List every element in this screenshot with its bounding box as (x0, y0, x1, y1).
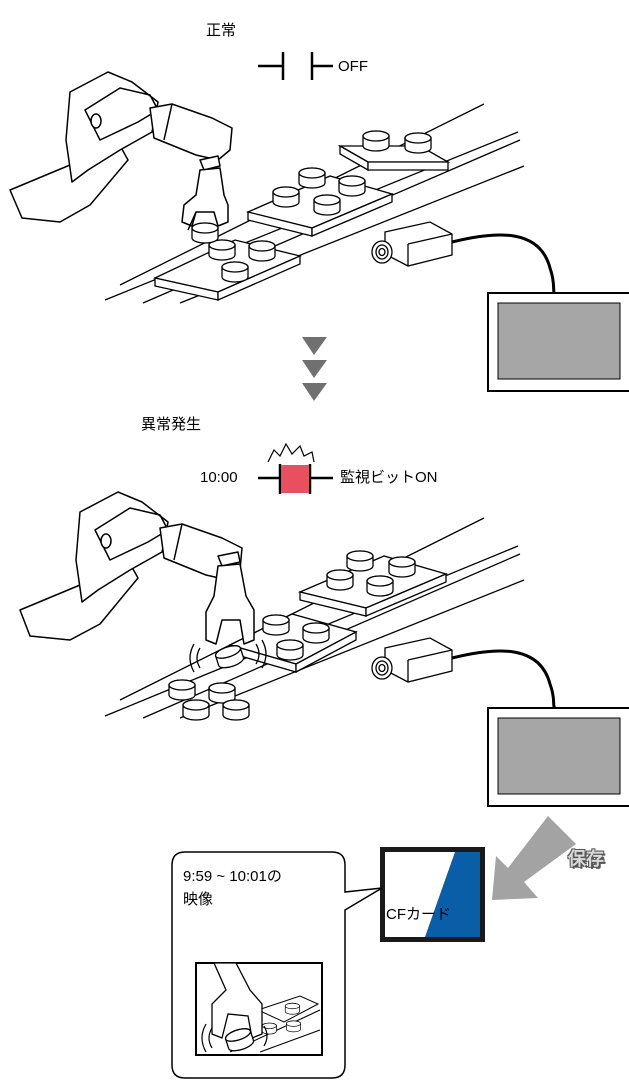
save-arrow (492, 816, 576, 900)
parts-tray-back-2 (297, 550, 448, 617)
abnormal-scene (19, 442, 629, 807)
bit-off-label: OFF (338, 58, 368, 75)
parts-tray-back (337, 130, 451, 172)
parts-tray-middle-2 (228, 613, 358, 674)
callout-time-range: 9:59 ~ 10:01の (183, 868, 282, 885)
video-snapshot (195, 962, 323, 1056)
normal-scene (9, 52, 629, 392)
callout-video-label: 映像 (183, 891, 214, 908)
normal-state-label: 正常 (206, 22, 237, 39)
bit-on-label: 監視ビットON (340, 469, 438, 486)
save-label: 保存 (568, 849, 604, 869)
monitor-2 (487, 707, 629, 807)
alarm-lamp (281, 465, 309, 493)
camera-cable (451, 233, 557, 297)
camera (371, 221, 453, 267)
abnormal-state-label: 異常発生 (141, 416, 202, 433)
robot-arm (9, 71, 233, 244)
save-flow (171, 816, 576, 1079)
transition-arrows (302, 337, 327, 401)
robot-arm-2 (19, 491, 255, 645)
camera-2 (371, 637, 453, 683)
contact-off-symbol (258, 52, 333, 80)
contact-on-symbol (258, 442, 333, 494)
cf-card-label: CFカード (386, 906, 451, 923)
cf-card (380, 847, 485, 942)
camera-cable-2 (451, 649, 557, 710)
dropped-piece (189, 639, 267, 673)
monitor (487, 292, 629, 392)
parts-tray-front-2 (168, 679, 250, 721)
alarm-time-label: 10:00 (200, 469, 238, 486)
parts-tray-middle (245, 167, 394, 237)
parts-tray-front (153, 239, 303, 301)
alarm-flash-icon (267, 442, 315, 463)
